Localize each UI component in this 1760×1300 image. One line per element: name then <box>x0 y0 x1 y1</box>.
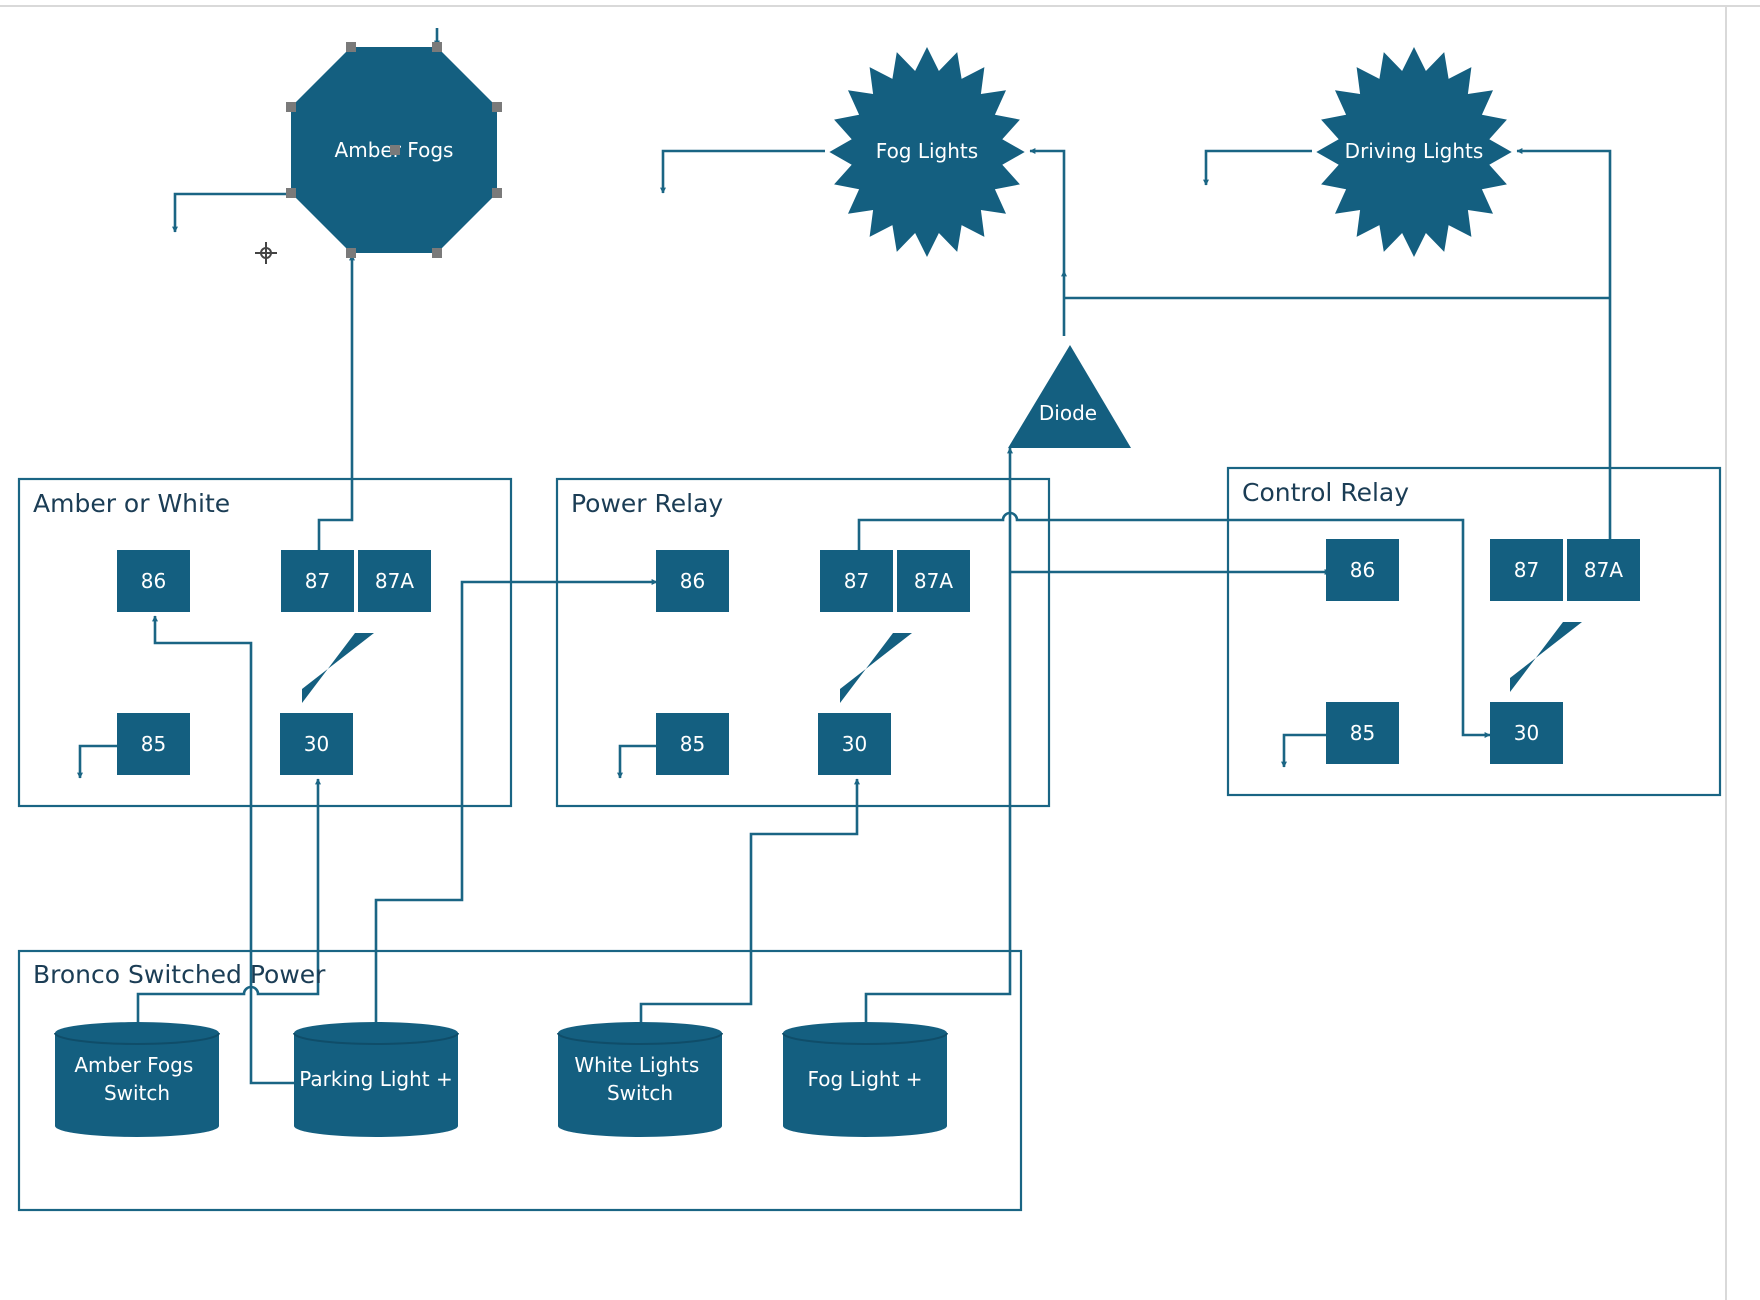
selection-handle[interactable] <box>346 248 356 258</box>
wire-amber-85-ground[interactable] <box>77 744 117 779</box>
wire-fog-light-to-diode[interactable] <box>864 447 1013 1024</box>
pin-label: 87A <box>1584 558 1623 582</box>
pin-label: 30 <box>304 732 329 756</box>
pin-86[interactable]: 86 <box>117 550 190 612</box>
wire-amber-switch-to-amber-30[interactable] <box>136 778 321 1024</box>
wire-parking-light-to-amber-86[interactable] <box>152 615 294 1085</box>
pin-30[interactable]: 30 <box>280 713 353 775</box>
pin-87a[interactable]: 87A <box>1567 539 1640 601</box>
pin-label: 86 <box>680 569 705 593</box>
pin-label: 86 <box>141 569 166 593</box>
pin-label: 87 <box>1514 558 1539 582</box>
wires <box>77 28 1612 1085</box>
fog-lights-node[interactable]: Fog Lights <box>829 47 1025 257</box>
selection-handle[interactable] <box>492 188 502 198</box>
pin-label: 87 <box>305 569 330 593</box>
pin-86[interactable]: 86 <box>656 550 729 612</box>
pin-label: 30 <box>842 732 867 756</box>
selection-handles[interactable] <box>286 42 502 258</box>
pin-label: 87A <box>914 569 953 593</box>
wire-white-switch-to-power-30[interactable] <box>639 778 860 1024</box>
pin-label: 87 <box>844 569 869 593</box>
pin-87[interactable]: 87 <box>281 550 354 612</box>
driving-lights-label: Driving Lights <box>1345 139 1484 163</box>
wire-amber-fogs-ground[interactable] <box>172 192 291 233</box>
pin-87[interactable]: 87 <box>820 550 893 612</box>
group-title: Control Relay <box>1242 478 1409 507</box>
wire-control-87a-to-driving-lights[interactable] <box>1516 148 1612 542</box>
relay-switch-contact <box>840 633 912 703</box>
wire-fog-lights-ground[interactable] <box>660 149 825 194</box>
source-label-line: Switch <box>104 1081 170 1105</box>
pin-30[interactable]: 30 <box>1490 702 1563 764</box>
move-crosshair-icon <box>255 242 277 264</box>
selection-handle[interactable] <box>286 188 296 198</box>
pin-label: 87A <box>375 569 414 593</box>
relay-switch-contact <box>302 633 374 703</box>
group-title: Amber or White <box>33 489 230 518</box>
source-amber-fogs-switch[interactable]: Amber Fogs Switch <box>54 1022 220 1137</box>
source-label: White Lights Switch <box>574 1053 705 1105</box>
selection-handle[interactable] <box>432 248 442 258</box>
pin-85[interactable]: 85 <box>1326 702 1399 764</box>
pin-label: 85 <box>141 732 166 756</box>
wire-power-87-to-control-30[interactable] <box>857 511 1491 738</box>
pin-87a[interactable]: 87A <box>897 550 970 612</box>
source-label-line: Switch <box>607 1081 673 1105</box>
pin-87[interactable]: 87 <box>1490 539 1563 601</box>
wire-parking-light-to-power-86[interactable] <box>374 579 658 1024</box>
pin-label: 85 <box>680 732 705 756</box>
selection-handle[interactable] <box>390 145 400 155</box>
wire-power-85-ground[interactable] <box>617 744 658 779</box>
diode-label: Diode <box>1039 401 1097 425</box>
source-white-lights-switch[interactable]: White Lights Switch <box>557 1022 723 1137</box>
pin-87a[interactable]: 87A <box>358 550 431 612</box>
selection-handle[interactable] <box>286 102 296 112</box>
relay-power[interactable]: Power Relay 86 87 87A 85 30 <box>555 477 1051 808</box>
pin-86[interactable]: 86 <box>1326 539 1399 601</box>
wire-junction-to-fog-lights[interactable] <box>1029 148 1066 271</box>
source-label-line: White Lights <box>574 1053 699 1077</box>
source-label-line: Amber Fogs <box>74 1053 193 1077</box>
selection-handle[interactable] <box>432 42 442 52</box>
wire-amber-87-to-amber-fogs[interactable] <box>317 254 355 553</box>
wire-driving-lights-ground[interactable] <box>1203 149 1312 186</box>
group-title: Bronco Switched Power <box>33 960 326 989</box>
pin-label: 30 <box>1514 721 1539 745</box>
fog-lights-label: Fog Lights <box>876 139 978 163</box>
relay-amber-or-white[interactable]: Amber or White 86 87 87A 85 30 <box>17 477 513 808</box>
bronco-switched-power[interactable]: Bronco Switched Power Amber Fogs Switch … <box>17 949 1023 1212</box>
relay-switch-contact <box>1510 622 1582 692</box>
pin-30[interactable]: 30 <box>818 713 891 775</box>
source-label: Parking Light + <box>299 1067 453 1091</box>
group-title: Power Relay <box>571 489 723 518</box>
driving-lights-node[interactable]: Driving Lights <box>1316 47 1512 257</box>
relay-control[interactable]: Control Relay 86 87 87A 85 30 <box>1226 466 1722 797</box>
pin-85[interactable]: 85 <box>117 713 190 775</box>
source-fog-light[interactable]: Fog Light + <box>782 1022 948 1137</box>
selection-handle[interactable] <box>492 102 502 112</box>
pin-label: 86 <box>1350 558 1375 582</box>
source-label: Amber Fogs Switch <box>74 1053 199 1105</box>
source-parking-light[interactable]: Parking Light + <box>293 1022 459 1137</box>
diode-node[interactable]: Diode <box>1008 345 1131 448</box>
selection-handle[interactable] <box>346 42 356 52</box>
pin-label: 85 <box>1350 721 1375 745</box>
source-label: Fog Light + <box>807 1067 922 1091</box>
pin-85[interactable]: 85 <box>656 713 729 775</box>
wire-control-85-ground[interactable] <box>1281 733 1332 768</box>
amber-fogs-node[interactable]: Amber Fogs <box>286 42 502 258</box>
